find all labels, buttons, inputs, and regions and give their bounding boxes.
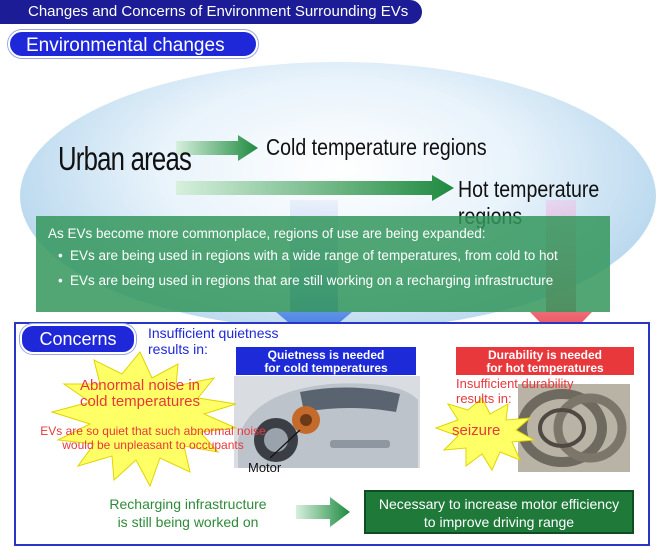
seizure-label: seizure bbox=[452, 422, 500, 439]
durability-heading: Insufficient durability results in: bbox=[456, 376, 574, 406]
noise-line: Abnormal noise in bbox=[60, 378, 220, 394]
concerns-title: Concerns bbox=[20, 324, 136, 354]
recharge-line: Recharging infrastructure bbox=[90, 495, 286, 513]
efficiency-line: Necessary to increase motor efficiency bbox=[366, 495, 632, 513]
car-illustration bbox=[234, 376, 420, 468]
cold-quietness-badge: Quietness is needed for cold temperature… bbox=[236, 347, 416, 375]
motor-efficiency-box: Necessary to increase motor efficiency t… bbox=[364, 490, 634, 534]
recharge-arrow bbox=[296, 497, 350, 527]
quiet-note-line: would be unpleasant to occupants bbox=[18, 438, 288, 452]
motor-label: Motor bbox=[248, 460, 281, 475]
quiet-note-line: EVs are so quiet that such abnormal nois… bbox=[18, 424, 288, 438]
hot-durability-badge: Durability is needed for hot temperature… bbox=[456, 347, 634, 375]
abnormal-noise-label: Abnormal noise in cold temperatures bbox=[60, 378, 220, 410]
recharging-infrastructure-label: Recharging infrastructure is still being… bbox=[90, 495, 286, 531]
cold-badge-line: for cold temperatures bbox=[236, 362, 416, 375]
hot-badge-line: for hot temperatures bbox=[456, 362, 634, 375]
noise-burst-shape bbox=[52, 352, 236, 486]
durability-heading-line: results in: bbox=[456, 391, 574, 406]
quiet-ev-note: EVs are so quiet that such abnormal nois… bbox=[18, 424, 288, 452]
recharge-line: is still being worked on bbox=[90, 513, 286, 531]
durability-heading-line: Insufficient durability bbox=[456, 376, 574, 391]
efficiency-line: to improve driving range bbox=[366, 513, 632, 531]
noise-line: cold temperatures bbox=[60, 394, 220, 410]
quietness-heading-line: Insufficient quietness bbox=[148, 325, 279, 341]
